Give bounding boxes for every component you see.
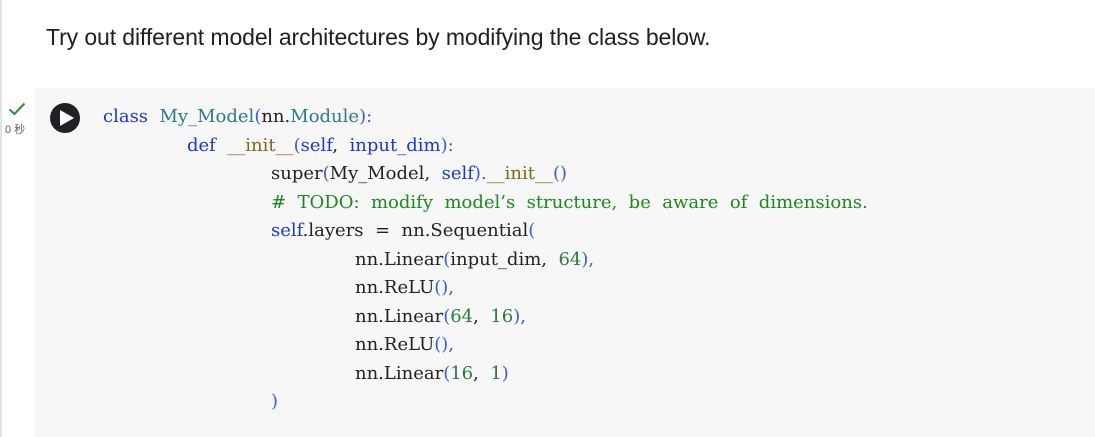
code-token: (),	[434, 277, 455, 298]
code-token: (	[293, 134, 301, 156]
code-line: super(My_Model, self).__init__()	[103, 160, 868, 189]
code-token: ):	[359, 106, 373, 127]
code-cell[interactable]	[34, 88, 1095, 437]
play-icon	[59, 110, 74, 126]
code-token: (	[528, 220, 536, 241]
code-token: (	[322, 163, 330, 184]
code-token: ).	[473, 163, 487, 184]
execution-status: 0 秒	[0, 100, 34, 160]
code-token: nn.Linear	[355, 362, 444, 384]
code-line: self.layers = nn.Sequential(	[103, 217, 868, 246]
code-token: (),	[434, 334, 455, 355]
code-token: nn.Linear	[355, 305, 444, 327]
code-line: nn.Linear(16, 1)	[103, 360, 868, 389]
code-token: ,	[473, 305, 491, 327]
code-token: __init__	[486, 163, 554, 184]
code-token: self	[441, 163, 474, 184]
code-token: nn.ReLU	[355, 277, 435, 298]
code-token: )	[501, 362, 509, 384]
code-token: (	[443, 248, 451, 270]
code-token: (	[443, 305, 451, 327]
code-token: ),	[513, 305, 526, 327]
code-line: nn.ReLU(),	[103, 331, 868, 360]
code-token: My_Model	[159, 106, 255, 127]
code-token: super	[271, 163, 323, 184]
code-line: def __init__(self, input_dim):	[103, 132, 868, 161]
code-token: ),	[581, 248, 595, 270]
code-token: 64	[450, 305, 474, 327]
code-token: input_dim	[349, 134, 441, 156]
code-token: 64	[558, 248, 582, 270]
code-token: input_dim,	[450, 248, 559, 270]
code-line: )	[103, 388, 868, 417]
execution-time: 0 秒	[5, 124, 26, 136]
code-token: class	[103, 106, 149, 127]
code-token: ()	[553, 163, 568, 184]
code-line: nn.Linear(64, 16),	[103, 303, 868, 332]
code-token: 16	[490, 305, 514, 327]
code-token	[216, 135, 227, 156]
code-line: # TODO: modify model’s structure, be awa…	[103, 189, 868, 218]
markdown-text-cell[interactable]: Try out different model architectures by…	[46, 24, 711, 51]
code-editor[interactable]: class My_Model(nn.Module):def __init__(s…	[103, 103, 868, 417]
left-rule	[0, 0, 2, 437]
code-token: ):	[440, 134, 454, 156]
code-token: .layers = nn.Sequential	[302, 220, 529, 241]
code-token	[148, 106, 159, 127]
code-token: ,	[332, 134, 350, 156]
code-token: self	[300, 134, 333, 156]
code-token: __init__	[227, 134, 294, 156]
code-token: 1	[490, 362, 502, 384]
code-token: nn.ReLU	[355, 334, 435, 355]
code-token: Module	[290, 106, 360, 127]
code-token: # TODO: modify model’s structure, be awa…	[271, 191, 868, 213]
code-token: def	[187, 134, 216, 156]
code-token: ,	[473, 362, 491, 384]
code-token: nn.	[261, 106, 291, 127]
markdown-text: Try out different model architectures by…	[46, 24, 711, 50]
code-token: )	[271, 391, 279, 412]
code-line: nn.Linear(input_dim, 64),	[103, 246, 868, 275]
code-line: class My_Model(nn.Module):	[103, 103, 868, 132]
check-icon	[8, 102, 26, 116]
code-token: self	[271, 220, 303, 241]
run-cell-button[interactable]	[50, 103, 80, 133]
code-token: (	[254, 106, 262, 127]
code-token: 16	[450, 362, 474, 384]
code-token: (	[443, 362, 451, 384]
code-line: nn.ReLU(),	[103, 274, 868, 303]
code-token: nn.Linear	[355, 248, 444, 270]
code-token: My_Model,	[329, 163, 442, 184]
